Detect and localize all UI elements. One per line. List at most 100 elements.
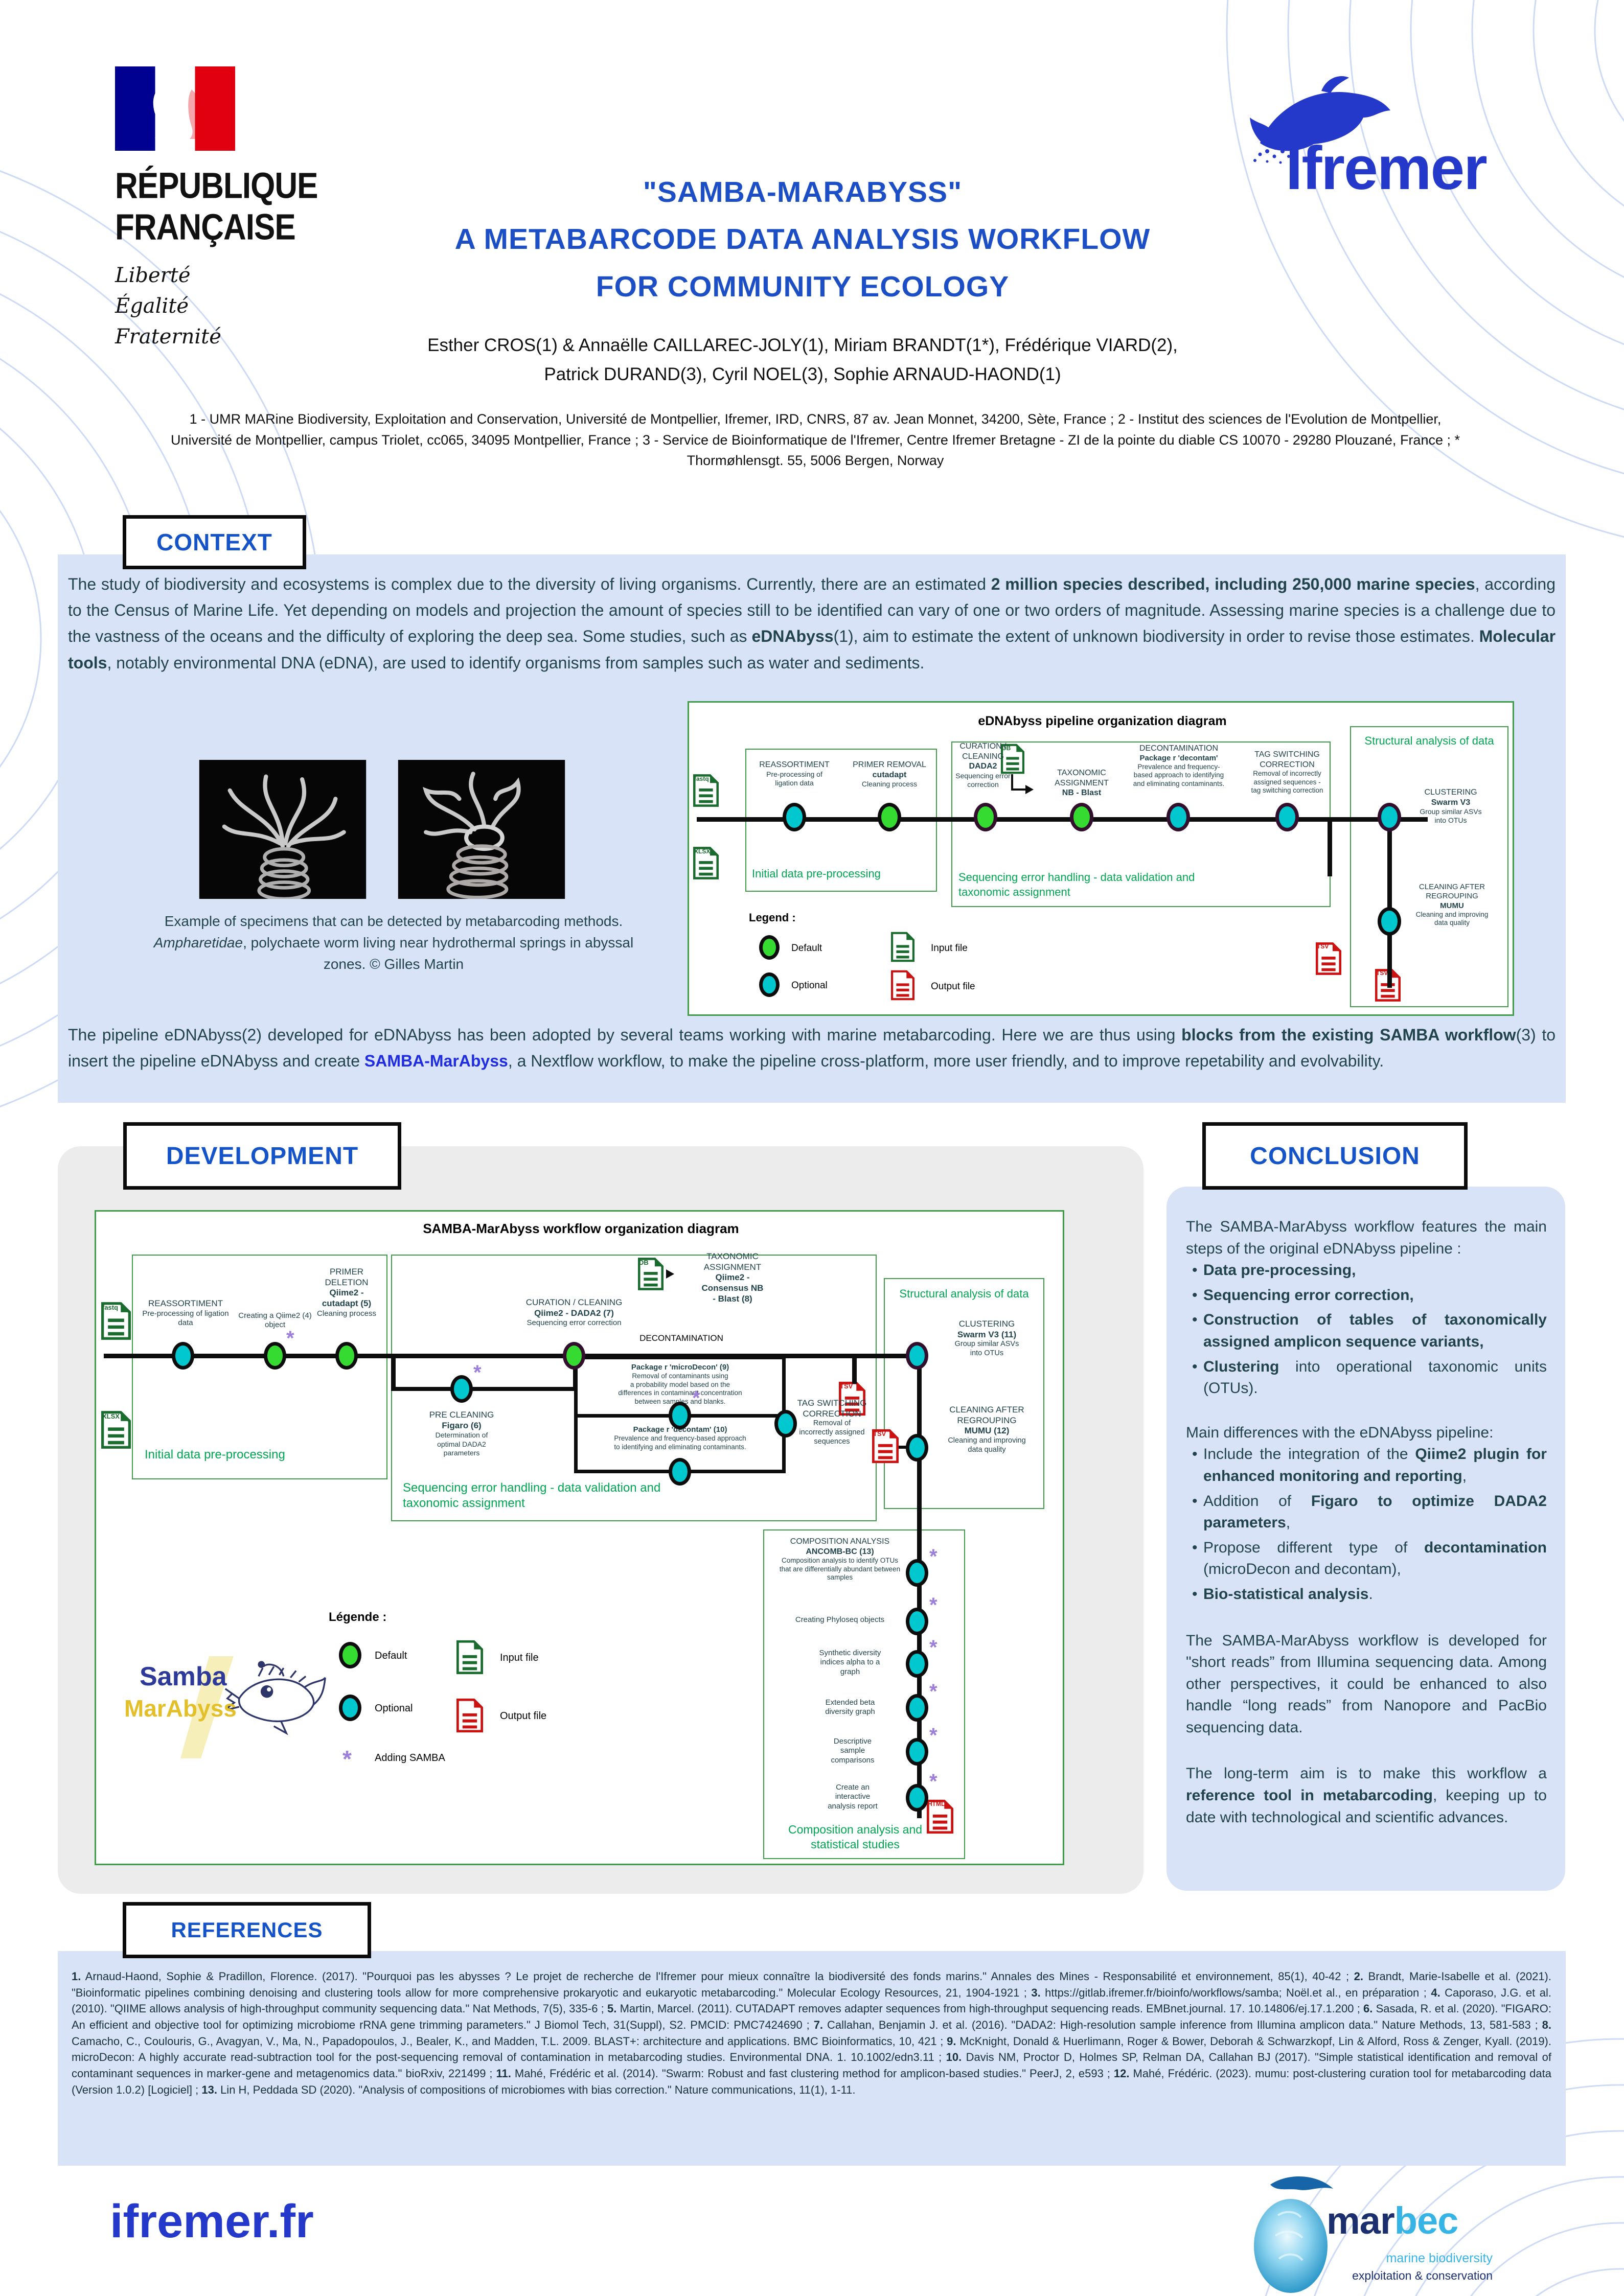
marbec-droplet-icon <box>1254 2176 1333 2293</box>
authors-line-1: Esther CROS(1) & Annaëlle CAILLAREC-JOLY… <box>427 335 1178 355</box>
marbec-text-mar: mar <box>1326 2199 1395 2242</box>
motto-fraternite: Fraternité <box>115 325 221 349</box>
conclusion-p1: The SAMBA-MarAbyss workflow features the… <box>1186 1218 1547 1257</box>
conclusion-bullet-7: Propose different type of decontaminatio… <box>1186 1537 1547 1581</box>
edna-cluster-vline <box>1387 819 1392 988</box>
dev-label-phyloseq-bot: Creating Phyloseq objects <box>795 1615 885 1624</box>
edna-label-tagswitch-bot: Removal of incorrectly assigned sequence… <box>1251 770 1323 794</box>
authors: Esther CROS(1) & Annaëlle CAILLAREC-JOLY… <box>276 331 1329 389</box>
dev-legend-output-label: Output file <box>500 1710 547 1722</box>
dev-box-structural <box>884 1278 1044 1509</box>
dev-box2-label: Sequencing error handling - data validat… <box>403 1481 661 1510</box>
dev-label-clustering-bot: Group similar ASVs into OTUs <box>954 1340 1019 1358</box>
conclusion-p4: The long-term aim is to make this workfl… <box>1186 1765 1547 1826</box>
dev-label-precleaning: PRE CLEANING Figaro (6) Determination of… <box>413 1410 510 1457</box>
edna-label-reassortiment-bot: Pre-processing of ligation data <box>766 770 822 787</box>
dev-node-decontam <box>669 1458 691 1486</box>
edna-legend-output-label: Output file <box>931 981 975 992</box>
edna-label-reassortiment: REASSORTIMENT Pre-processing of ligation… <box>748 760 840 787</box>
edna-box2-label: Sequencing error handling - data validat… <box>958 871 1195 898</box>
dev-elbow-down <box>391 1356 396 1390</box>
dev-star-microdecon: * <box>692 1387 700 1409</box>
dev-label-qiime2obj-bot: Creating a Qiime2 (4) object <box>238 1311 312 1330</box>
dev-node-qiime2obj <box>264 1342 286 1370</box>
dev-node-beta <box>906 1694 928 1722</box>
dev-elbow-across <box>391 1387 578 1391</box>
dev-label-beta: Extended beta diversity graph <box>802 1698 899 1717</box>
republique-francaise-logo: RÉPUBLIQUE FRANÇAISE Liberté Égalité Fra… <box>115 66 360 352</box>
edna-label-mumu-top: CLEANING AFTER REGROUPING <box>1419 883 1485 901</box>
context-paragraph-2: The pipeline eDNAbyss(2) developed for e… <box>68 1026 1556 1071</box>
dev-label-primerdel-mid: Qiime2 - cutadapt (5) <box>322 1288 372 1309</box>
poster-title: "SAMBA-MARABYSS" A METABARCODE DATA ANAL… <box>327 169 1278 310</box>
dev-label-reassortiment-bot: Pre-processing of ligation data <box>142 1309 229 1328</box>
dev-label-decont-title: DECONTAMINATION <box>639 1333 723 1343</box>
dev-label-curation-bot: Sequencing error correction <box>527 1318 622 1328</box>
edna-node-clustering <box>1378 803 1401 831</box>
footer-site-link[interactable]: ifremer.fr <box>110 2195 314 2247</box>
arcs-top-right <box>1226 0 1624 538</box>
dev-db-file-label: DB <box>639 1259 649 1266</box>
light-beam <box>180 1656 234 1758</box>
marianne-silhouette <box>153 86 168 138</box>
db-arrow-vline <box>1011 774 1013 791</box>
dev-label-mumu-bot: Cleaning and improving data quality <box>948 1436 1026 1454</box>
dev-html-file-label: HTML <box>928 1800 945 1807</box>
dev-label-precleaning-mid: Figaro (6) <box>442 1420 482 1430</box>
dev-node-descriptive <box>906 1738 928 1766</box>
dev-label-ancom-top: COMPOSITION ANALYSIS <box>790 1537 890 1546</box>
dev-label-reassortiment-top: REASSORTIMENT <box>148 1298 223 1308</box>
specimen-caption: Example of specimens that can be detecte… <box>153 913 634 972</box>
dev-node-clustering <box>906 1342 928 1370</box>
dev-label-precleaning-bot: Determination of optimal DADA2 parameter… <box>435 1431 488 1457</box>
context-header-box: CONTEXT <box>123 515 306 569</box>
title-line-2: A METABARCODE DATA ANALYSIS WORKFLOW <box>454 223 1151 256</box>
edna-node-primer <box>878 803 901 831</box>
dev-box3-label: Structural analysis of data <box>899 1287 1029 1300</box>
references-header-box: REFERENCES <box>123 1902 371 1958</box>
dev-label-curation-mid: Qiime2 - DADA2 (7) <box>534 1308 614 1318</box>
dev-label-ancom: COMPOSITION ANALYSIS ANCOMB-BC (13) Comp… <box>768 1537 911 1582</box>
development-header-label: DEVELOPMENT <box>166 1142 359 1170</box>
dev-label-microdecon-bot: Removal of contaminants using a probabil… <box>618 1372 742 1405</box>
dev-label-curation-top: CURATION / CLEANING <box>525 1297 623 1307</box>
dev-node-reassortiment <box>172 1342 194 1370</box>
dev-label-beta-bot: Extended beta diversity graph <box>825 1698 875 1717</box>
dev-star-qiime2obj: * <box>286 1327 294 1350</box>
dev-label-descriptive: Descriptive sample comparisons <box>807 1737 899 1765</box>
dev-label-mumu: CLEANING AFTER REGROUPING MUMU (12) Clea… <box>932 1405 1042 1455</box>
edna-label-decontamination: DECONTAMINATION Package r 'decontam' Pre… <box>1123 744 1235 788</box>
context-paragraph-1: The study of biodiversity and ecosystems… <box>68 575 1556 672</box>
dev-star-ancom: * <box>929 1545 937 1568</box>
dev-legend-input-icon <box>456 1640 483 1675</box>
marabyss-logo-text: MarAbyss <box>124 1695 237 1722</box>
dev-legend-title: Légende : <box>329 1610 387 1624</box>
dev-label-taxonomic: TAXONOMIC ASSIGNMENT Qiime2 - Consensus … <box>679 1251 786 1305</box>
conclusion-header-label: CONCLUSION <box>1250 1142 1420 1170</box>
dev-star-report: * <box>929 1770 937 1793</box>
republique-line2: FRANÇAISE <box>115 207 296 248</box>
dev-legend-optional-icon <box>339 1695 361 1721</box>
title-line-1: "SAMBA-MARABYSS" <box>643 176 963 208</box>
edna-legend-output-icon <box>891 970 914 1001</box>
edna-label-decontamination-top: DECONTAMINATION <box>1139 744 1219 753</box>
dev-label-precleaning-top: PRE CLEANING <box>429 1410 494 1420</box>
fastq-file-label: fastq <box>694 775 709 782</box>
dev-label-tagswitch-top: TAG SWITCHING CORRECTION <box>797 1398 867 1419</box>
dev-label-ancom-mid: ANCOMB-BC (13) <box>806 1547 874 1556</box>
marbec-logo: marbec marine biodiversity exploitation … <box>1247 2174 1564 2296</box>
dev-label-primerdel-top: PRIMER DELETION <box>325 1267 369 1287</box>
dev-label-qiime2obj: Creating a Qiime2 (4) object <box>229 1311 321 1330</box>
edna-tsv-stub <box>1328 819 1332 876</box>
dev-node-tagswitch <box>774 1410 797 1437</box>
db-arrow-hline <box>1011 788 1026 791</box>
dev-star-beta: * <box>929 1680 937 1703</box>
edna-main-line <box>697 817 1428 822</box>
edna-legend-optional-icon <box>759 972 780 997</box>
dev-box-composition <box>763 1529 965 1859</box>
conclusion-bullet-5: Include the integration of the Qiime2 pl… <box>1186 1444 1547 1487</box>
edna-label-primer-bot: Cleaning process <box>861 780 918 788</box>
conclusion-p3: The SAMBA-MarAbyss workflow is developed… <box>1186 1632 1547 1736</box>
edna-diagram-title: eDNAbyss pipeline organization diagram <box>978 714 1227 728</box>
edna-label-clustering-bot: Group similar ASVs into OTUs <box>1420 807 1482 825</box>
